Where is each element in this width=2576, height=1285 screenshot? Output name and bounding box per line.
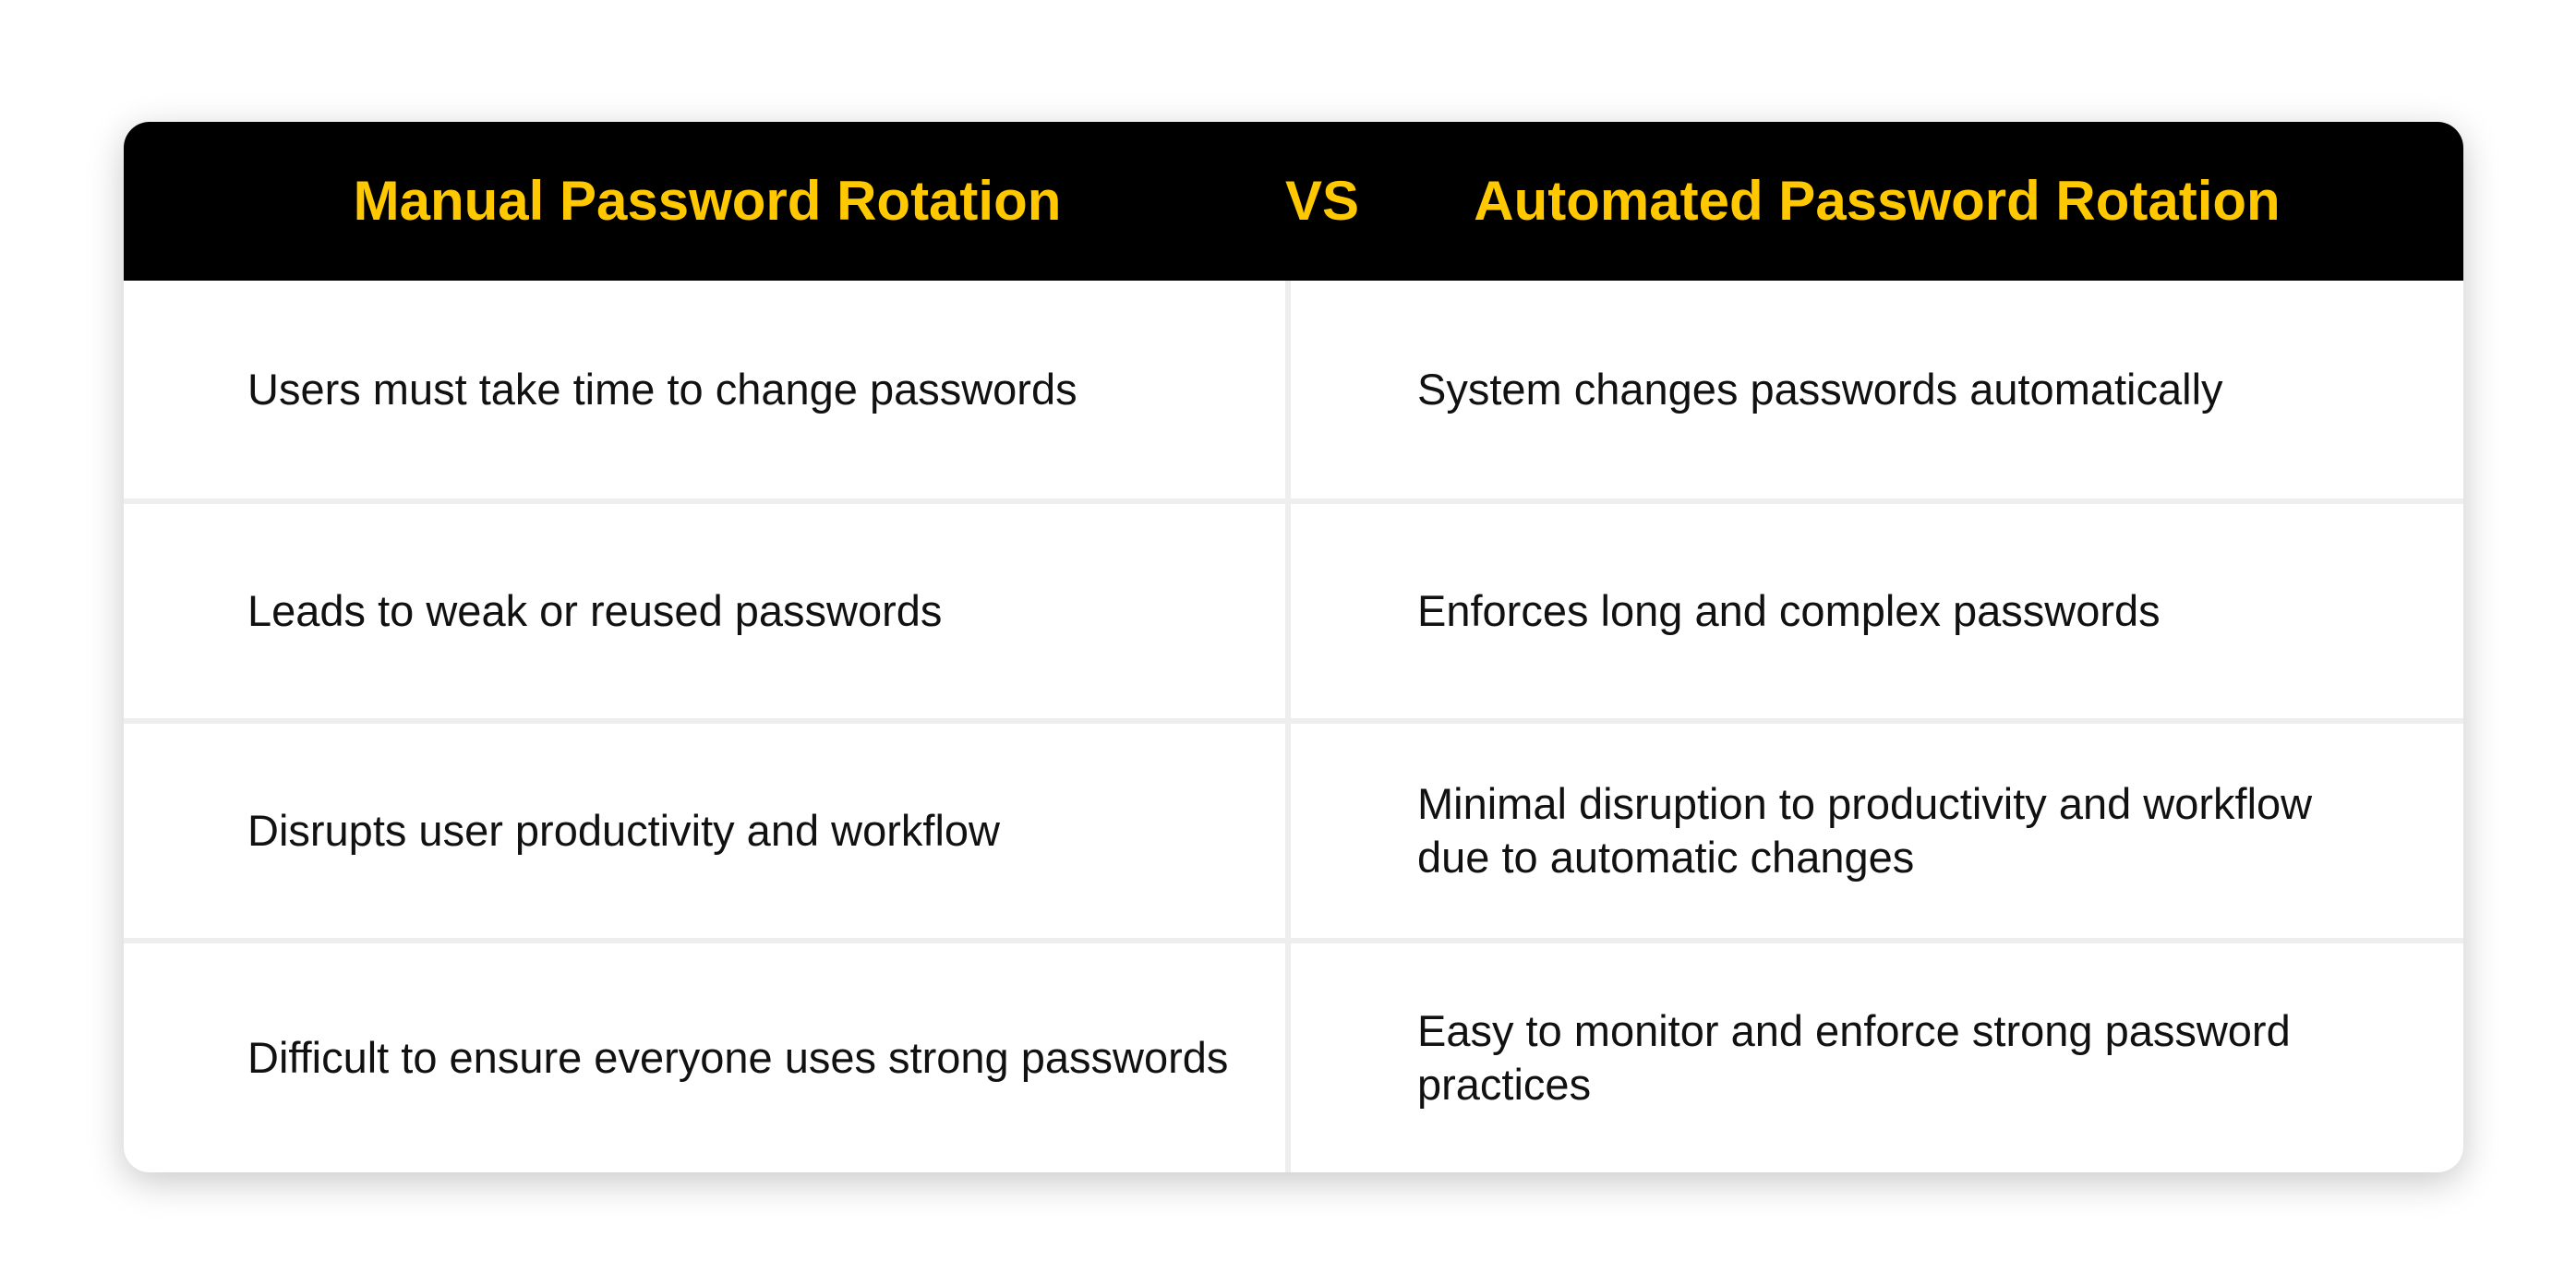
row-divider	[124, 938, 2463, 943]
row-divider	[124, 498, 2463, 504]
row-divider	[124, 718, 2463, 724]
automated-cell: System changes passwords automatically	[1417, 365, 2223, 414]
manual-cell: Leads to weak or reused passwords	[247, 586, 943, 635]
header-vs: VS	[1284, 170, 1360, 232]
table-header: Manual Password Rotation VS Automated Pa…	[124, 122, 2463, 281]
automated-cell: Easy to monitor and enforce strong passw…	[1417, 1006, 2291, 1109]
table-row: Difficult to ensure everyone uses strong…	[124, 943, 2463, 1172]
comparison-table: Manual Password Rotation VS Automated Pa…	[124, 122, 2463, 1172]
manual-cell: Users must take time to change passwords	[247, 365, 1077, 414]
table-row: Disrupts user productivity and workflow …	[124, 724, 2463, 938]
automated-cell: Minimal disruption to productivity and w…	[1417, 779, 2313, 882]
header-automated: Automated Password Rotation	[1474, 170, 2281, 232]
manual-cell: Disrupts user productivity and workflow	[247, 806, 1000, 855]
table-row: Leads to weak or reused passwords Enforc…	[124, 504, 2463, 718]
table-row: Users must take time to change passwords…	[124, 281, 2463, 498]
automated-cell: Enforces long and complex passwords	[1417, 586, 2161, 635]
manual-cell: Difficult to ensure everyone uses strong…	[247, 1033, 1229, 1082]
header-manual: Manual Password Rotation	[353, 170, 1062, 232]
column-divider	[1285, 281, 1291, 1172]
